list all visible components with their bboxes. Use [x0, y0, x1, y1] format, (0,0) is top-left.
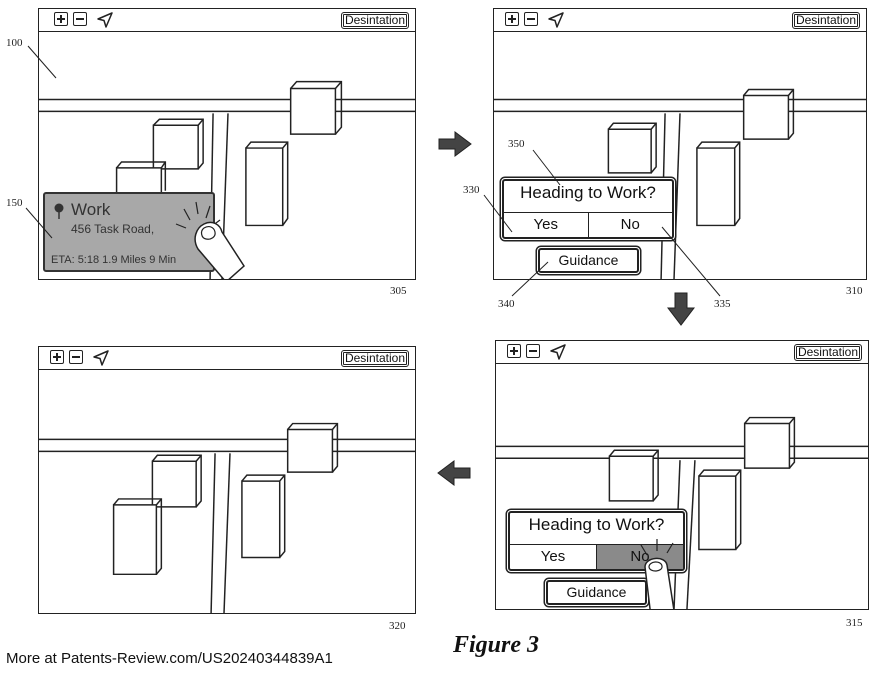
top-bar: Desintation — [496, 341, 868, 364]
location-arrow-icon[interactable] — [549, 343, 567, 361]
arrow-right-icon — [438, 131, 472, 157]
map-view[interactable] — [39, 32, 415, 279]
screen-310: Desintation Heading to Work? Yes No Guid… — [493, 8, 867, 280]
destination-button[interactable]: Desintation — [340, 350, 409, 367]
finger-icon — [175, 201, 245, 279]
zoom-in-icon[interactable] — [505, 12, 519, 26]
map-view[interactable] — [496, 364, 868, 609]
top-bar: Desintation — [39, 347, 415, 370]
ref-100: 100 — [6, 37, 23, 49]
screen-320: Desintation — [38, 346, 416, 614]
ref-150: 150 — [6, 197, 23, 209]
ref-320: 320 — [389, 620, 406, 632]
map-pin-icon — [54, 203, 64, 219]
map-view[interactable] — [39, 370, 415, 613]
ref-340: 340 — [498, 298, 515, 310]
heading-prompt-dialog: Heading to Work? Yes No — [502, 179, 674, 239]
location-arrow-icon[interactable] — [547, 11, 565, 29]
card-title: Work — [71, 200, 111, 219]
card-address: 456 Task Road, — [71, 222, 155, 236]
no-button[interactable]: No — [587, 213, 673, 237]
destination-button[interactable]: Desintation — [793, 344, 862, 361]
zoom-out-icon[interactable] — [73, 12, 87, 26]
ref-305: 305 — [390, 285, 407, 297]
ref-310: 310 — [846, 285, 863, 297]
top-bar: Desintation — [494, 9, 866, 32]
location-arrow-icon[interactable] — [96, 11, 114, 29]
no-button-pressed[interactable]: No — [596, 545, 683, 569]
zoom-in-icon[interactable] — [507, 344, 521, 358]
prompt-question: Heading to Work? — [528, 515, 665, 534]
zoom-out-icon[interactable] — [524, 12, 538, 26]
ref-330: 330 — [463, 184, 480, 196]
destination-button[interactable]: Desintation — [791, 12, 860, 29]
map-view[interactable] — [494, 32, 866, 279]
arrow-left-icon — [437, 460, 471, 486]
screen-305: Desintation Work 456 Task Road, ETA: 5:1… — [38, 8, 416, 280]
ref-335: 335 — [714, 298, 731, 310]
zoom-out-icon[interactable] — [69, 350, 83, 364]
card-eta: ETA: 5:18 1.9 Miles 9 Min — [51, 254, 177, 266]
yes-button[interactable]: Yes — [540, 548, 566, 565]
arrow-down-icon — [667, 292, 695, 326]
figure-label: Figure 3 — [453, 632, 540, 658]
zoom-in-icon[interactable] — [54, 12, 68, 26]
ref-350: 350 — [508, 138, 525, 150]
destination-button[interactable]: Desintation — [340, 12, 409, 29]
footer-link[interactable]: More at Patents-Review.com/US20240344839… — [6, 650, 333, 667]
guidance-button[interactable]: Guidance — [546, 580, 647, 605]
guidance-button[interactable]: Guidance — [538, 248, 639, 273]
destination-card[interactable]: Work 456 Task Road, ETA: 5:18 1.9 Miles … — [43, 192, 215, 272]
location-arrow-icon[interactable] — [92, 349, 110, 367]
screen-315: Desintation Heading to Work? Yes No Guid… — [495, 340, 869, 610]
zoom-out-icon[interactable] — [526, 344, 540, 358]
zoom-in-icon[interactable] — [50, 350, 64, 364]
finger-icon — [640, 539, 675, 609]
yes-button[interactable]: Yes — [533, 216, 558, 233]
ref-315: 315 — [846, 617, 863, 629]
top-bar: Desintation — [39, 9, 415, 32]
prompt-question: Heading to Work? — [520, 183, 656, 202]
